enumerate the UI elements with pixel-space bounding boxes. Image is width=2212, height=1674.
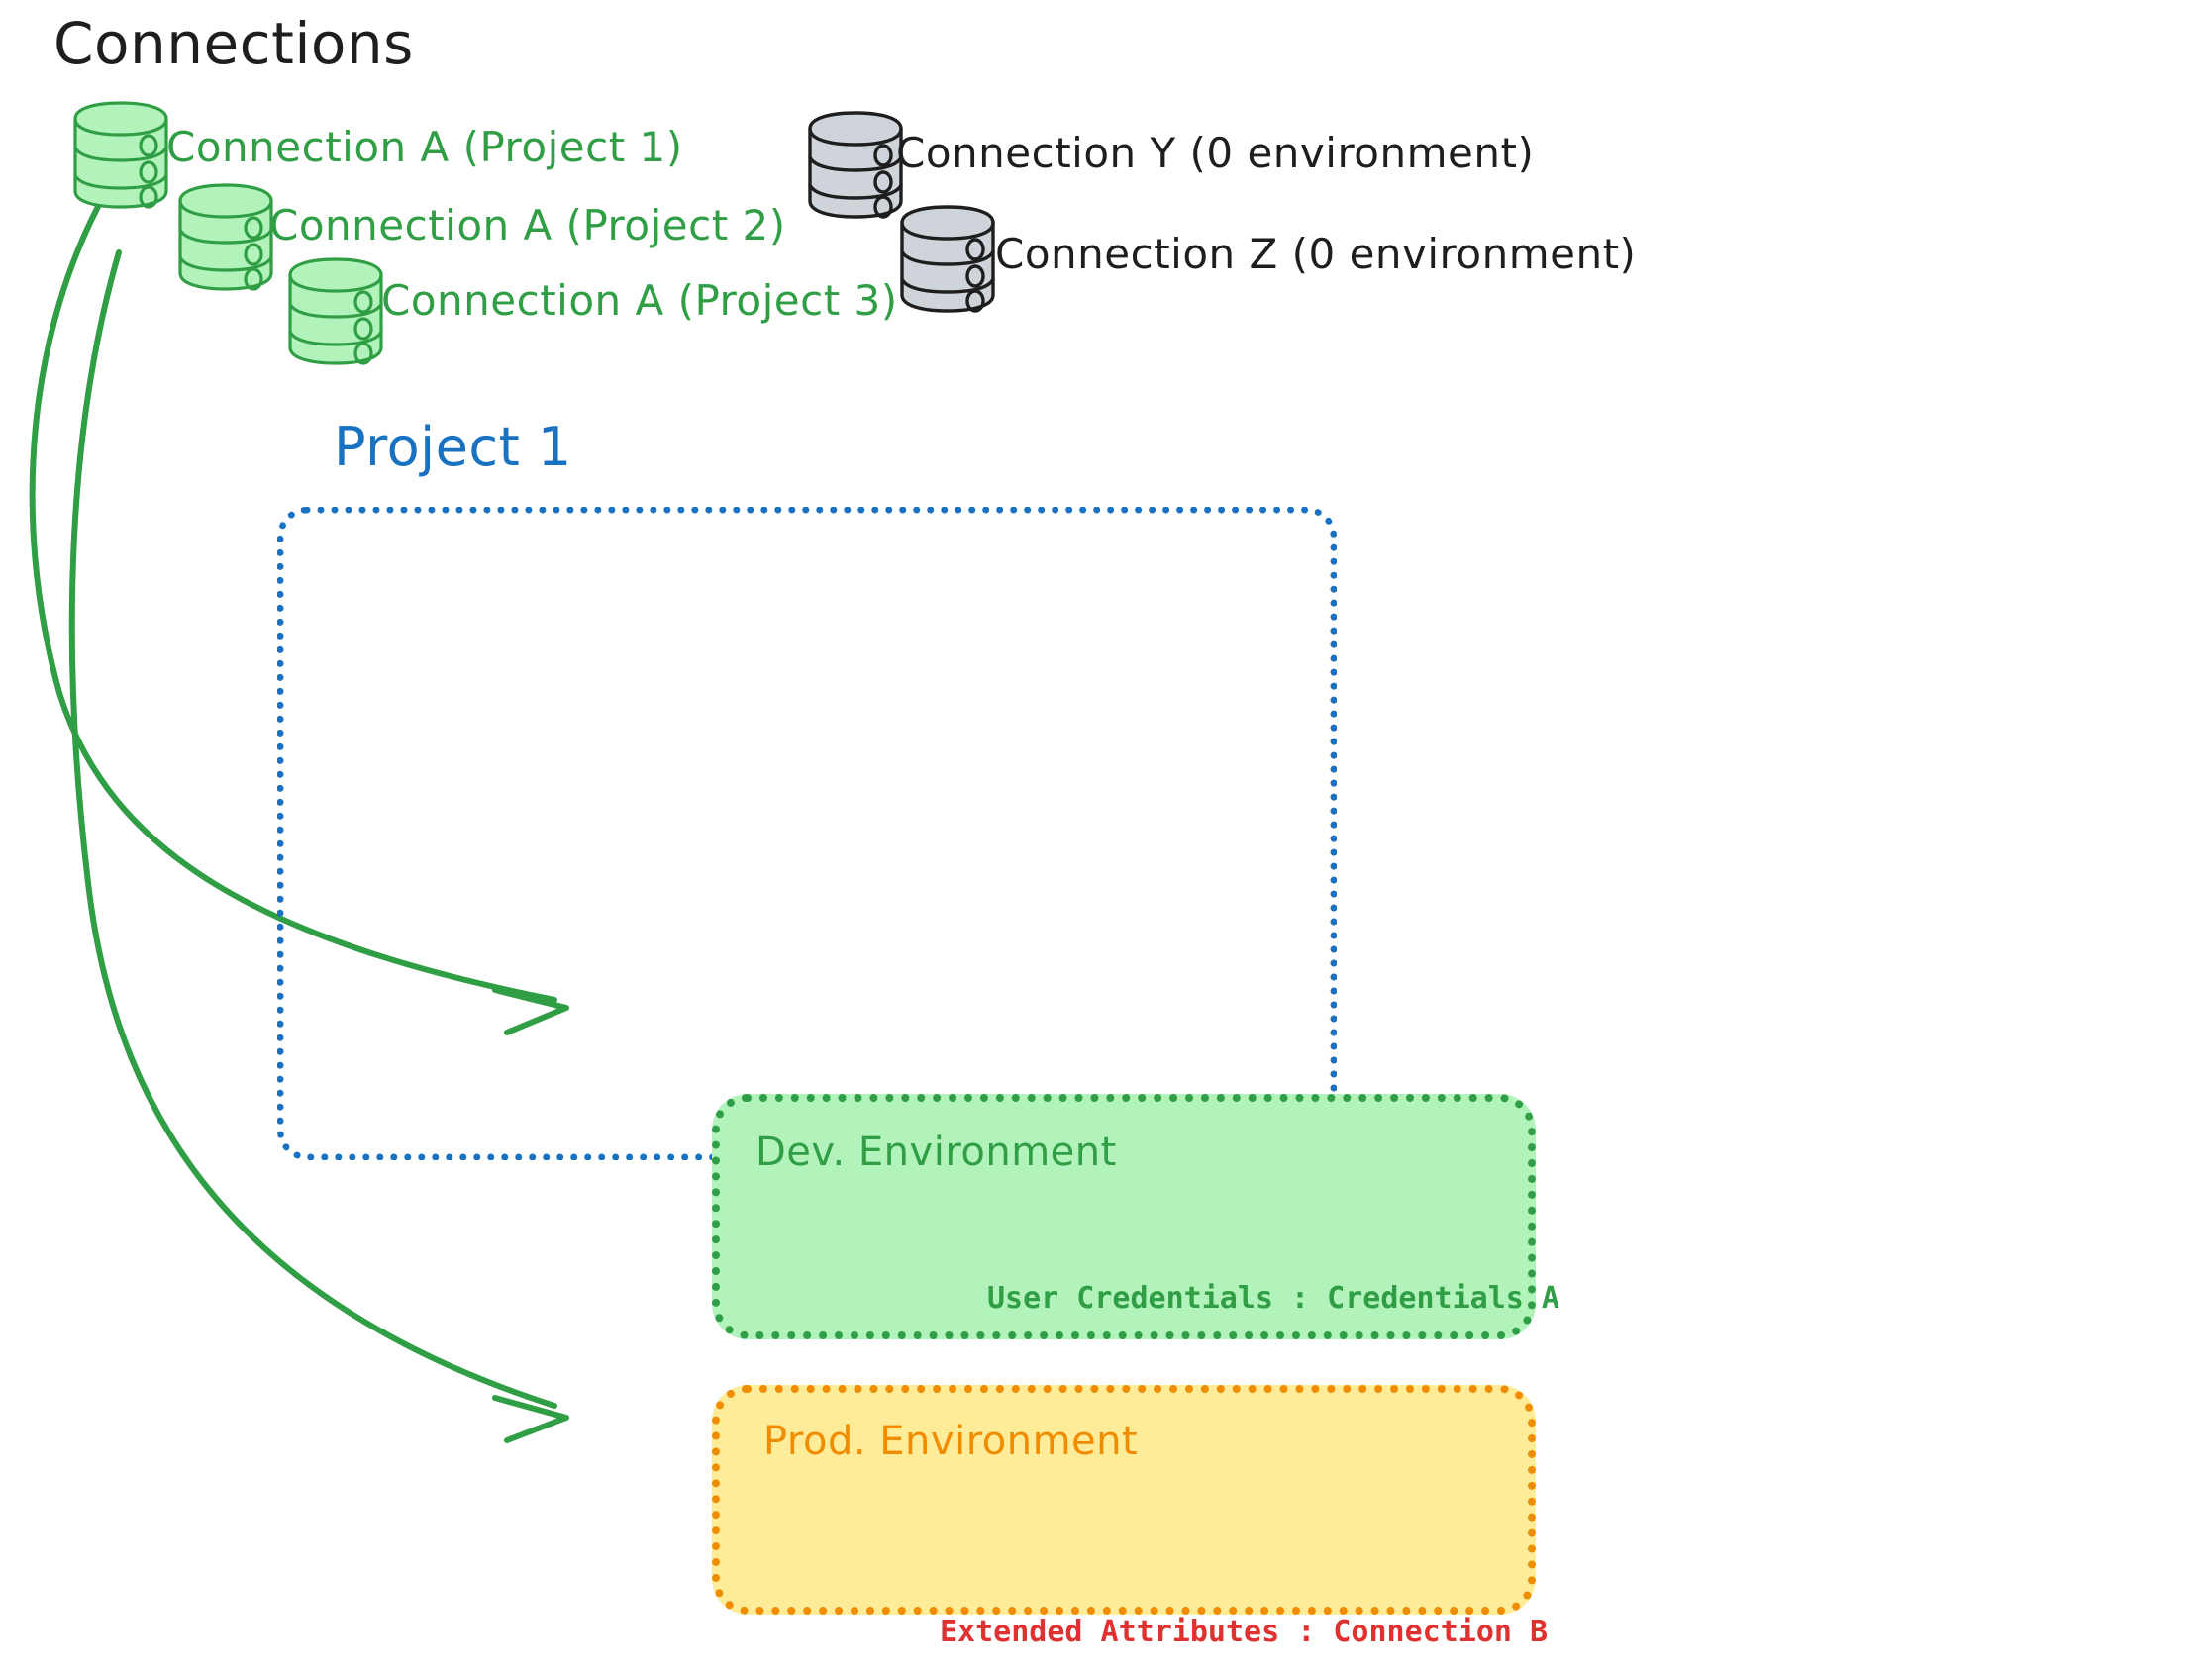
database-icon-connection-a-project-2[interactable] [174,181,278,300]
dev-environment-title: Dev. Environment [755,1130,1117,1175]
database-icon-connection-z[interactable] [896,203,1000,322]
connection-label-z: Connection Z (0 environment) [995,230,1637,278]
connection-label-a-project-1: Connection A (Project 1) [166,123,683,171]
dev-environment-box[interactable]: Dev. Environment User Credentials : Cred… [712,1094,1559,1339]
connection-label-a-project-3: Connection A (Project 3) [381,276,898,325]
prod-environment-attributes: Extended Attributes : Connection B Ext.A… [940,1527,1565,1674]
prod-environment-title: Prod. Environment [763,1419,1139,1464]
database-icon-connection-a-project-1[interactable] [69,99,173,218]
prod-line-extended-attributes: Extended Attributes : Connection B [940,1615,1549,1650]
project-title: Project 1 [334,416,572,478]
connection-label-a-project-2: Connection A (Project 2) [269,201,786,249]
project-container: Dev. Environment User Credentials : Cred… [277,507,1559,1649]
connection-label-y: Connection Y (0 environment) [896,129,1535,177]
database-icon-connection-a-project-3[interactable] [284,255,388,374]
page-title: Connections [53,10,414,77]
database-icon-connection-y[interactable] [804,109,908,228]
prod-environment-box[interactable]: Prod. Environment Extended Attributes : … [712,1385,1548,1649]
dev-environment-credentials: User Credentials : Credentials A [987,1281,1559,1316]
